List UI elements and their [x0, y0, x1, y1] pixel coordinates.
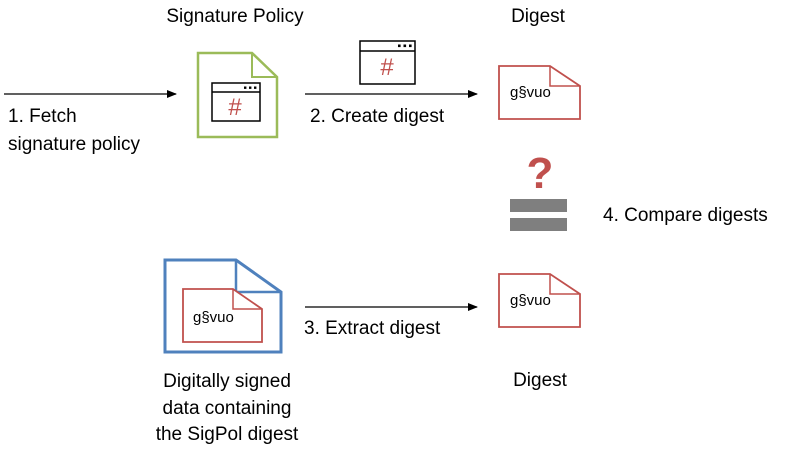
policy-window-icon — [211, 82, 261, 122]
digest-document-bottom-icon — [498, 273, 581, 328]
step1-label-line2: signature policy — [8, 134, 141, 155]
step3-label: 3. Extract digest — [304, 318, 441, 339]
embedded-digest-document-icon — [182, 288, 263, 343]
step1-label-line1: 1. Fetch — [8, 106, 77, 127]
signed-data-caption-line1: Digitally signed — [163, 371, 291, 392]
embedded-digest-value: g§vuo — [193, 309, 234, 326]
digest-top-title: Digest — [511, 6, 565, 27]
digest-top-value: g§vuo — [510, 84, 551, 101]
digest-bottom-title: Digest — [513, 370, 567, 391]
signature-policy-document-icon — [196, 51, 279, 139]
step4-label: 4. Compare digests — [603, 205, 768, 226]
signed-data-caption-line2: data containing — [162, 398, 292, 419]
step2-label: 2. Create digest — [310, 106, 445, 127]
hash-window-icon — [359, 40, 416, 85]
signed-data-caption-line3: the SigPol digest — [155, 424, 299, 445]
signature-policy-title: Signature Policy — [166, 6, 304, 27]
digest-bottom-value: g§vuo — [510, 292, 551, 309]
window-hash-symbol: # — [380, 54, 394, 81]
equals-bar-bottom — [510, 218, 567, 231]
policy-hash-symbol: # — [228, 94, 242, 121]
digest-document-top-icon — [498, 65, 581, 120]
policy-doc-fold — [251, 53, 277, 78]
question-mark-icon: ? — [526, 149, 554, 198]
equals-bar-top — [510, 199, 567, 212]
